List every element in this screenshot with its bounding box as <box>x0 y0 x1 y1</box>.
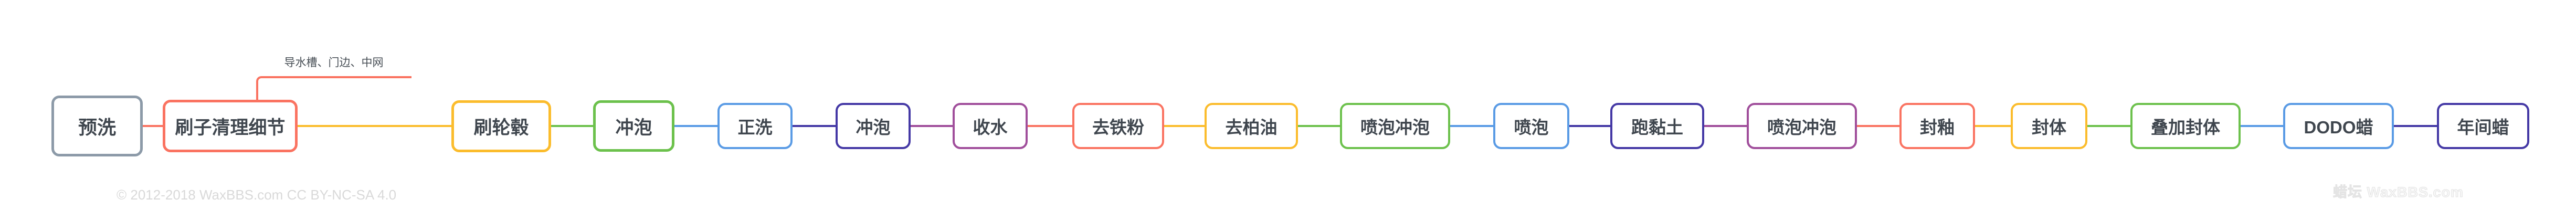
flow-connector <box>2086 125 2131 127</box>
flow-node[interactable]: 喷泡冲泡 <box>1340 103 1450 149</box>
flow-node-label: 跑黏土 <box>1631 118 1683 137</box>
flow-node-label: 封体 <box>2032 118 2066 137</box>
flow-node-label: 封釉 <box>1920 118 1955 137</box>
watermark-text: 蜡坛 WaxBBS.com <box>2332 184 2464 201</box>
flow-node-label: 正洗 <box>737 118 773 137</box>
flow-connector <box>910 125 954 127</box>
flow-node[interactable]: 刷轮毂 <box>451 100 551 152</box>
flow-node-label: 收水 <box>973 118 1008 137</box>
flow-node[interactable]: 收水 <box>953 103 1028 149</box>
flow-connector <box>1568 125 1611 127</box>
flow-node-label: 预洗 <box>78 117 116 138</box>
annotation-branch-line <box>256 76 411 101</box>
flow-node-label: 叠加封体 <box>2151 118 2220 137</box>
flow-connector <box>1856 125 1901 127</box>
flow-node[interactable]: 预洗 <box>51 96 143 156</box>
flow-connector <box>1163 125 1206 127</box>
flow-node[interactable]: 叠加封体 <box>2130 103 2241 149</box>
flow-node[interactable]: 冲泡 <box>593 100 674 152</box>
flow-node-label: 喷泡冲泡 <box>1360 118 1430 137</box>
flow-connector <box>550 125 594 127</box>
flow-node-label: DODO蜡 <box>2304 118 2373 137</box>
flow-node-label: 冲泡 <box>856 118 891 137</box>
flow-connector <box>1449 125 1494 127</box>
flow-node[interactable]: 封釉 <box>1899 103 1975 149</box>
flow-connector <box>2393 125 2438 127</box>
flow-connector <box>791 125 837 127</box>
flow-node-label: 去柏油 <box>1225 118 1278 137</box>
flow-connector <box>1703 125 1748 127</box>
flow-node[interactable]: 去铁粉 <box>1072 103 1164 149</box>
flow-connector <box>1027 125 1073 127</box>
flow-node[interactable]: 正洗 <box>717 103 793 149</box>
flow-node-label: 喷泡 <box>1514 118 1549 137</box>
flow-node-label: 去铁粉 <box>1092 118 1144 137</box>
flow-node[interactable]: 封体 <box>2011 103 2087 149</box>
flow-connector <box>297 125 452 127</box>
flow-node-label: 刷轮毂 <box>473 117 529 138</box>
flow-node-label: 刷子清理细节 <box>175 117 286 138</box>
flow-node[interactable]: 刷子清理细节 <box>163 100 298 152</box>
copyright-text: © 2012-2018 WaxBBS.com CC BY-NC-SA 4.0 <box>117 187 397 203</box>
flow-node-label: 冲泡 <box>615 117 652 138</box>
flow-node[interactable]: 去柏油 <box>1205 103 1298 149</box>
flow-connector <box>673 125 719 127</box>
flow-connector <box>1297 125 1341 127</box>
flow-node[interactable]: 喷泡冲泡 <box>1747 103 1857 149</box>
annotation-label: 导水槽、门边、中网 <box>284 57 384 69</box>
flow-connector <box>1974 125 2012 127</box>
flow-node[interactable]: 年间蜡 <box>2437 103 2529 149</box>
flow-node[interactable]: 跑黏土 <box>1610 103 1704 149</box>
flow-node[interactable]: 喷泡 <box>1493 103 1569 149</box>
flow-node-label: 年间蜡 <box>2457 118 2509 137</box>
flow-connector <box>2240 125 2284 127</box>
flow-connector <box>142 125 164 127</box>
flow-node-label: 喷泡冲泡 <box>1767 118 1836 137</box>
flow-node[interactable]: DODO蜡 <box>2283 103 2394 149</box>
flow-node[interactable]: 冲泡 <box>836 103 911 149</box>
